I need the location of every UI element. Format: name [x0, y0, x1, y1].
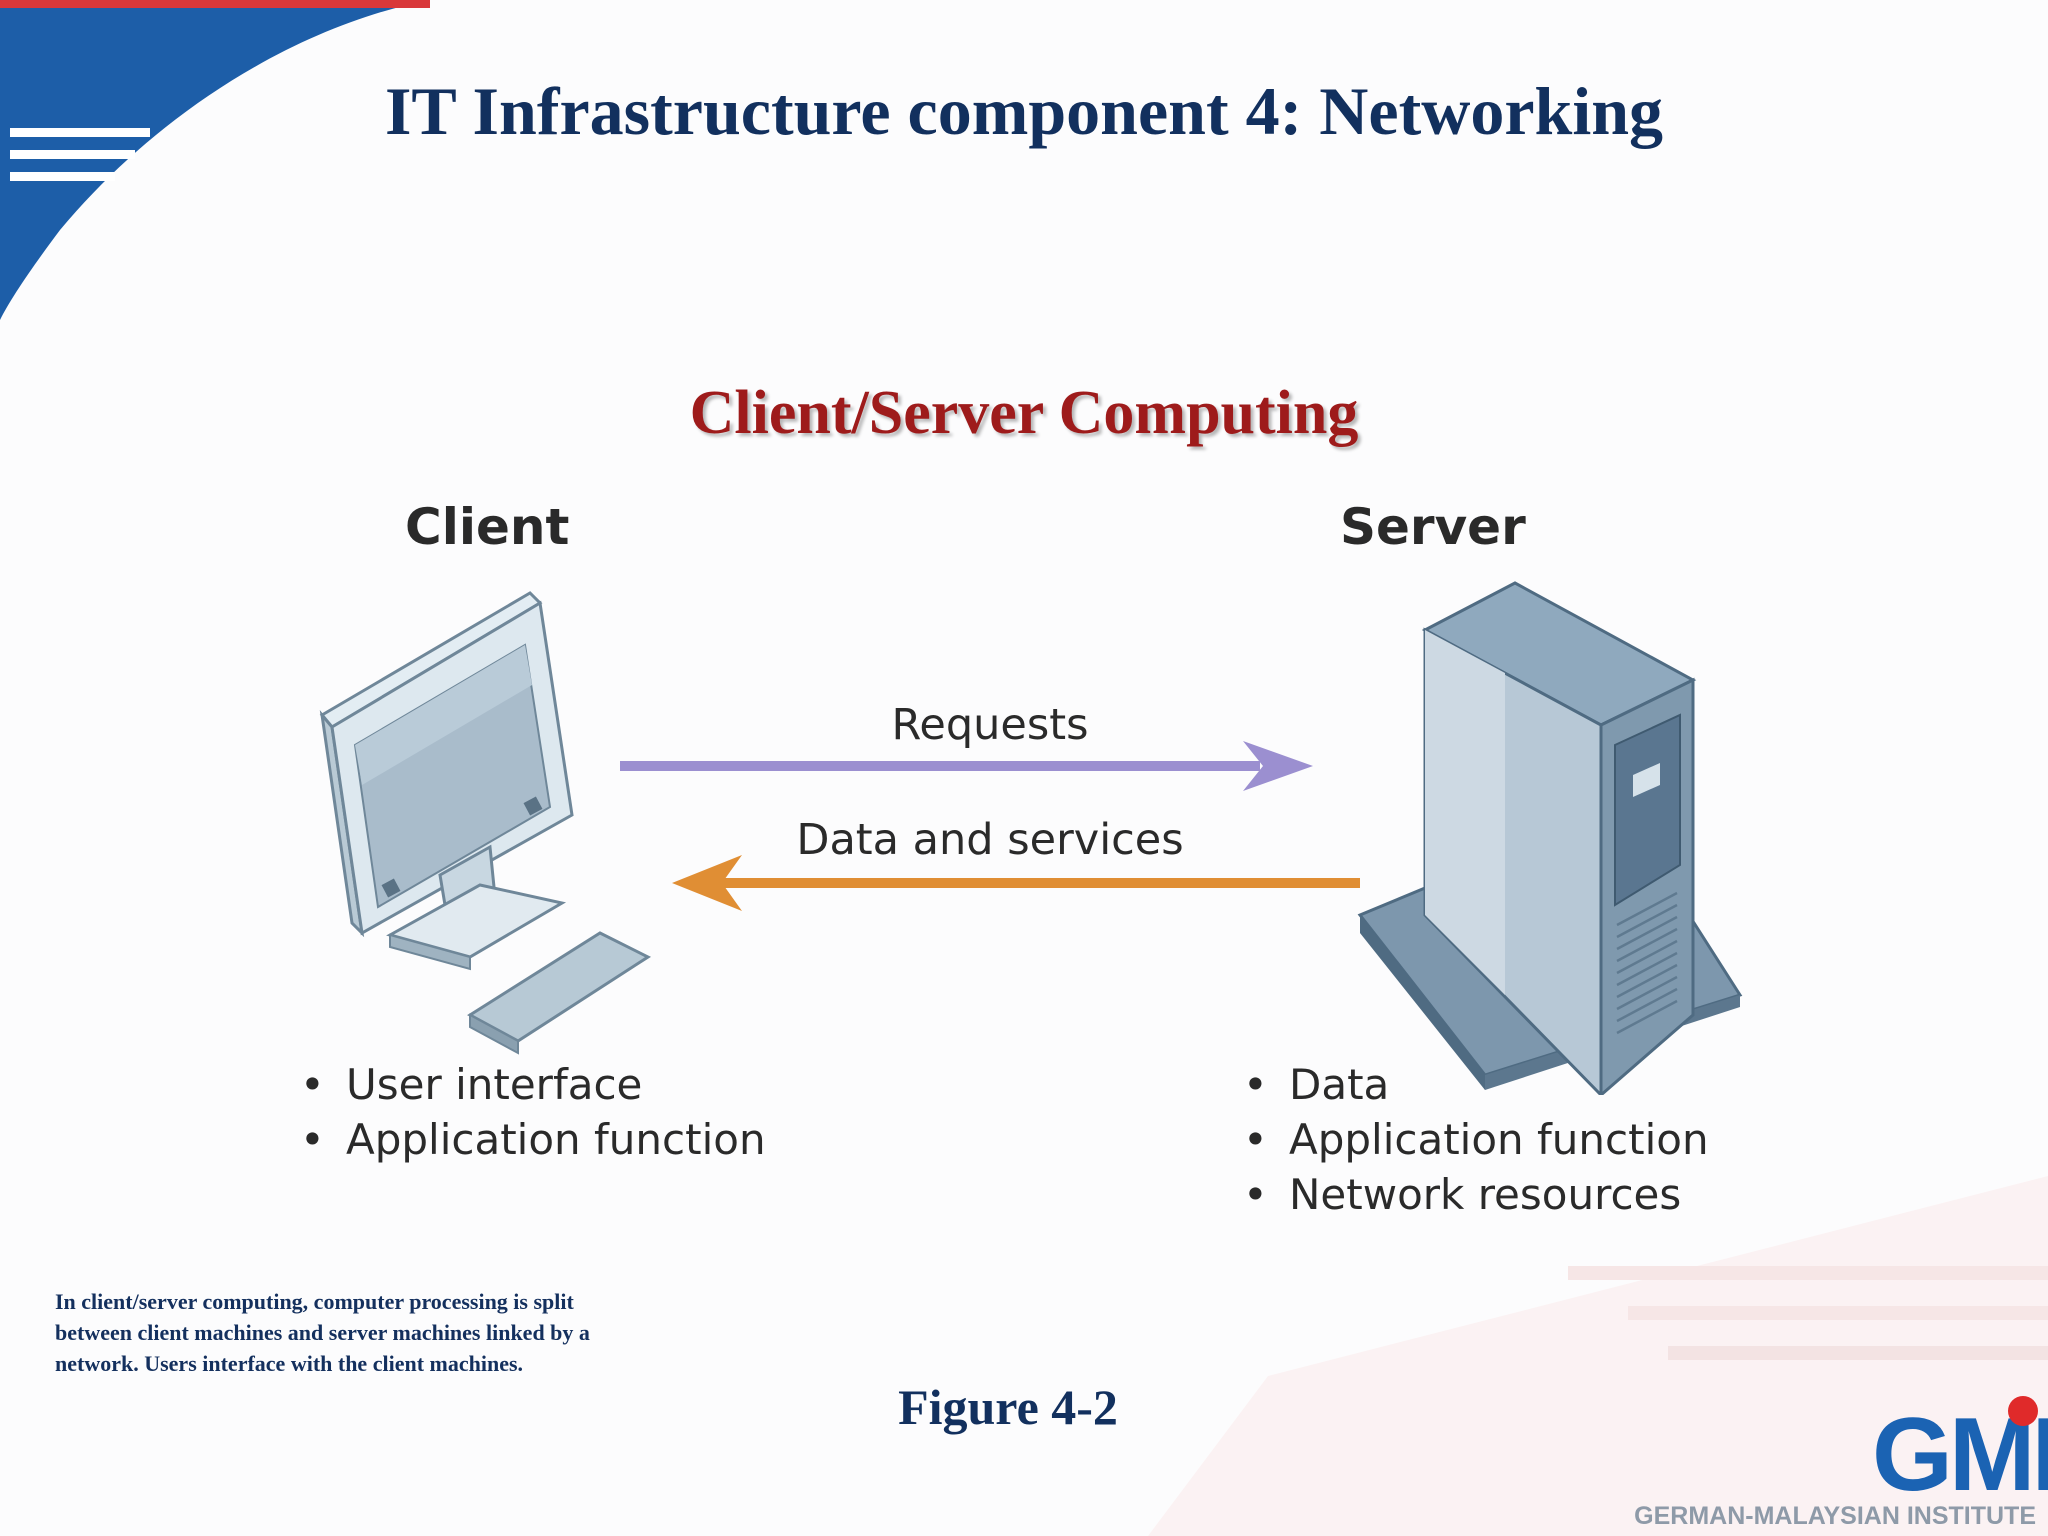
slide-title: IT Infrastructure component 4: Networkin…: [384, 73, 1664, 149]
gmi-logo: GMI: [1872, 1397, 2048, 1513]
list-item: User interface: [300, 1057, 766, 1112]
list-item: Application function: [1243, 1112, 1709, 1167]
server-label: Server: [1340, 498, 1526, 556]
list-item: Data: [1243, 1057, 1709, 1112]
client-label: Client: [405, 498, 570, 556]
logo-dot-icon: [2008, 1396, 2038, 1426]
figure-label: Figure 4-2: [898, 1379, 1118, 1435]
requests-arrow: [620, 741, 1313, 791]
figure-caption: In client/server computing, computer pro…: [55, 1289, 590, 1376]
data-and-services-label: Data and services: [796, 815, 1184, 865]
background-stripes: [1148, 1176, 2048, 1536]
diagram-title: Client/Server Computing: [689, 379, 1359, 447]
client-bullet-list: User interface Application function: [300, 1057, 766, 1167]
requests-label: Requests: [891, 700, 1089, 750]
server-bullet-list: Data Application function Network resour…: [1243, 1057, 1709, 1222]
server-tower-icon: [1357, 581, 1743, 1095]
institute-name: GERMAN-MALAYSIAN INSTITUTE: [1634, 1502, 2036, 1530]
list-item: Application function: [300, 1112, 766, 1167]
corner-decoration: [0, 0, 430, 320]
data-and-services-arrow: [672, 855, 1360, 911]
client-computer-icon: [319, 591, 652, 1055]
list-item: Network resources: [1243, 1167, 1709, 1222]
